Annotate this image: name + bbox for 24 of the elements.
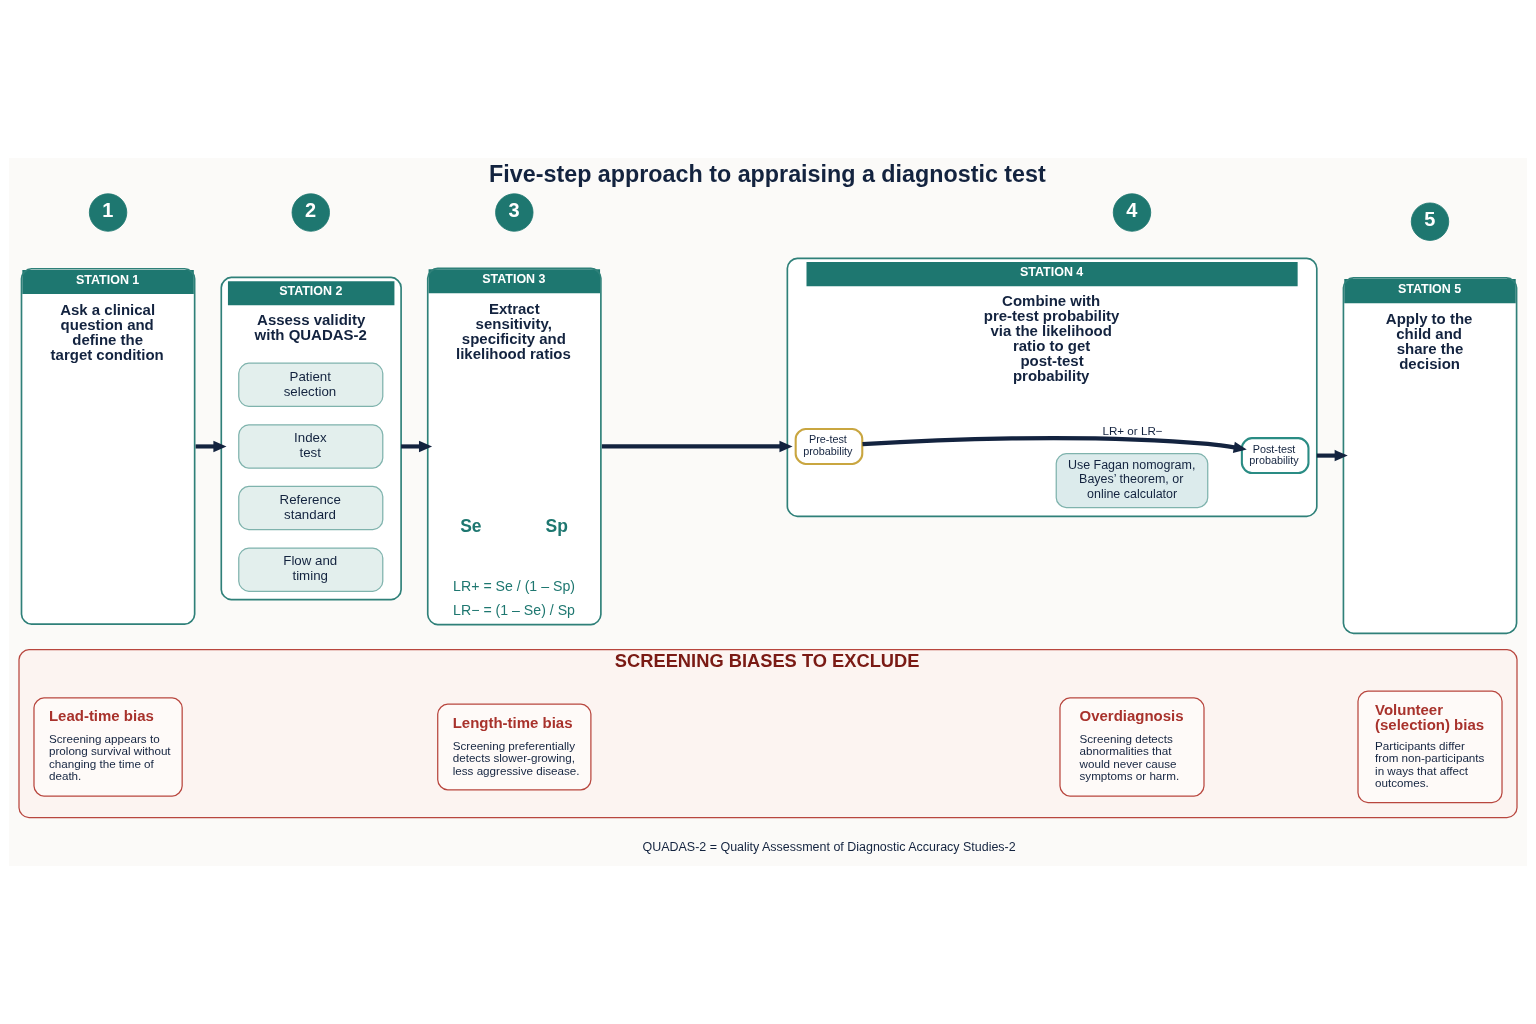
node-circle: 1 bbox=[88, 193, 128, 232]
node-box: Volunteer (selection) bias Participants differ from non-participants in ways that affect outcomes. bbox=[1357, 690, 1503, 804]
arrow bbox=[862, 436, 1247, 453]
node-box: Lead-time bias Screening appears to prolong survival without changing the time of death. bbox=[33, 697, 183, 797]
node-circle: 2 bbox=[291, 193, 330, 232]
node-circle: 3 bbox=[495, 193, 534, 232]
arrow bbox=[1316, 449, 1348, 462]
caption: QUADAS-2 = Quality Assessment of Diagnostic Accuracy Studies-2 bbox=[642, 839, 1016, 854]
arrow bbox=[601, 440, 793, 453]
node-box: Pre-test probability bbox=[794, 427, 864, 465]
diagram-title: Five-step approach to appraising a diagnostic test bbox=[489, 161, 1046, 188]
node-box: Patient selection bbox=[238, 362, 384, 408]
node-box: Overdiagnosis Screening detects abnormalities that would never cause symptoms or harm. bbox=[1059, 697, 1205, 797]
node-box: Post-test probability bbox=[1240, 437, 1310, 475]
edge-label: LR+ or LR− bbox=[1102, 423, 1163, 437]
node-box: Length-time bias Screening preferentially detects slower-growing, less aggressive disease. bbox=[437, 703, 592, 791]
node-circle: 5 bbox=[1410, 202, 1450, 241]
node-box: Use Fagan nomogram, Bayes’ theorem, or online calculator bbox=[1055, 452, 1209, 509]
node-box: Reference standard bbox=[238, 485, 384, 531]
node-circle: 4 bbox=[1112, 193, 1152, 232]
arrow bbox=[401, 440, 433, 453]
arrow bbox=[195, 440, 227, 453]
node-box: Index test bbox=[238, 424, 384, 469]
node-box: Flow and timing bbox=[238, 547, 384, 592]
